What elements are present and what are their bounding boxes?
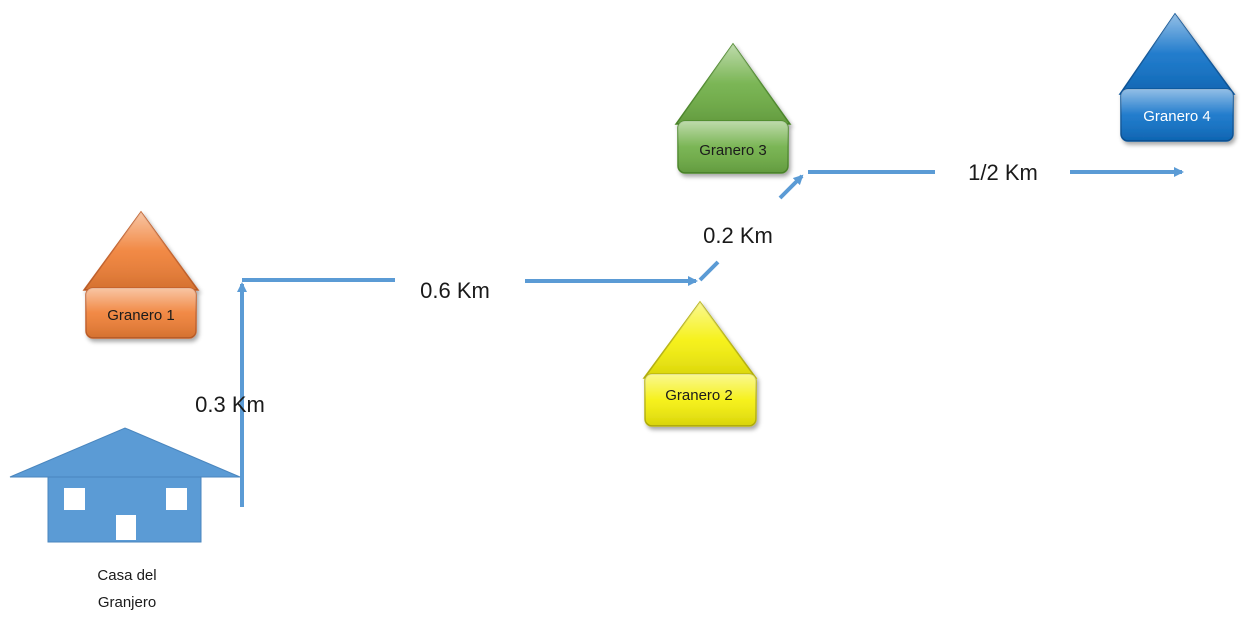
house-window-left <box>64 488 85 510</box>
distance-label-leg-3: 0.2 Km <box>703 223 773 248</box>
barn-1-label: Granero 1 <box>107 307 175 324</box>
house-roof <box>9 427 241 478</box>
barn-2: Granero 2 <box>642 300 758 427</box>
barn-3: Granero 3 <box>674 42 792 174</box>
leg-3-arrow-segment-b <box>778 174 804 200</box>
barn-4-label: Granero 4 <box>1143 108 1211 125</box>
barn-2-roof-gloss <box>644 302 756 378</box>
distance-label-leg-1: 0.3 Km <box>195 392 265 417</box>
house-door <box>116 515 136 540</box>
barn-4-body-gloss <box>1121 89 1233 141</box>
route-path <box>237 167 1184 507</box>
barn-4-roof-gloss <box>1120 14 1234 94</box>
house-label-line1: Casa del <box>97 567 156 584</box>
distance-label-leg-2: 0.6 Km <box>420 278 490 303</box>
barn-3-body-gloss <box>678 121 788 173</box>
barn-2-label: Granero 2 <box>665 387 733 404</box>
leg-3-arrow-segment-a <box>698 260 720 282</box>
farmer-house: Casa del Granjero <box>9 427 241 611</box>
barn-3-label: Granero 3 <box>699 142 767 159</box>
barn-1-roof-gloss <box>84 212 198 290</box>
barn-2-body-gloss <box>645 374 756 426</box>
barn-1-body-gloss <box>86 288 196 338</box>
barn-3-roof-gloss <box>676 44 790 124</box>
house-window-right <box>166 488 187 510</box>
distance-label-leg-4: 1/2 Km <box>968 160 1038 185</box>
barn-4: Granero 4 <box>1118 12 1236 142</box>
house-label-line2: Granjero <box>98 594 156 611</box>
barn-1: Granero 1 <box>82 210 200 339</box>
